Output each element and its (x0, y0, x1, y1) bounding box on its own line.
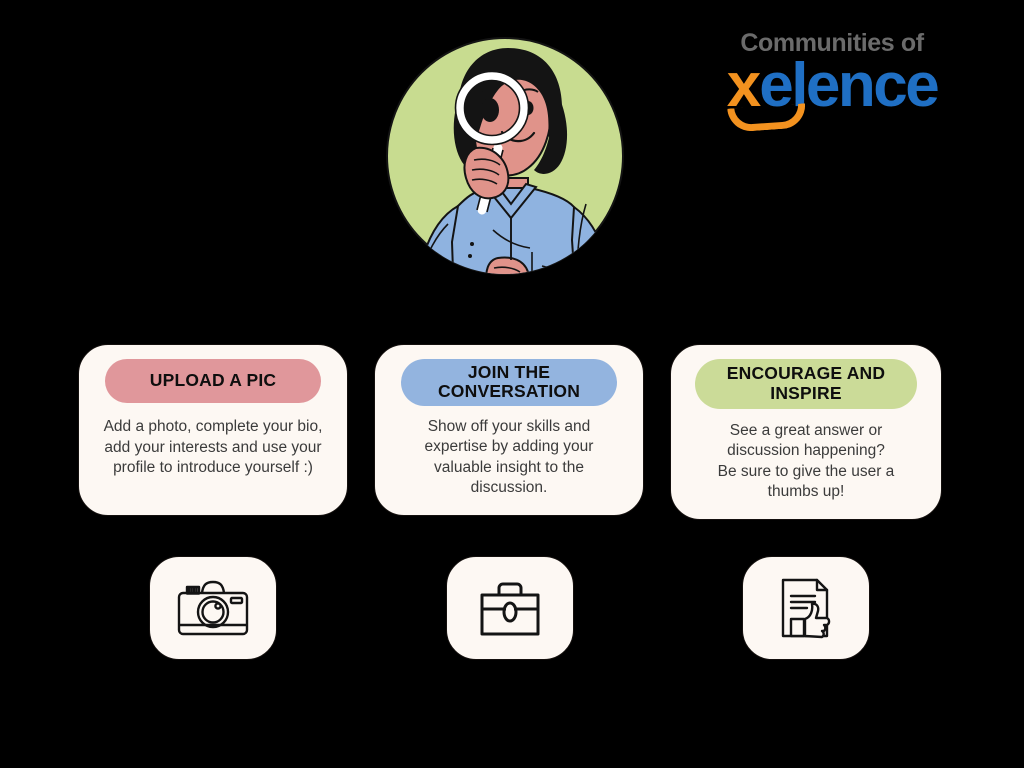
brand-logo: Communities of xelence (722, 28, 942, 133)
camera-icon (177, 580, 249, 636)
card-title-pill-join-the-conversation: JOIN THE CONVERSATION (401, 359, 617, 406)
card-title-pill-encourage-and-inspire: ENCOURAGE AND INSPIRE (695, 359, 917, 409)
briefcase-icon (480, 582, 540, 636)
briefcase-tile[interactable] (446, 556, 574, 660)
hero-illustration (380, 28, 644, 300)
card-body-upload-a-pic: Add a photo, complete your bio, add your… (103, 418, 323, 477)
camera-tile[interactable] (149, 556, 277, 660)
feature-cards-row: UPLOAD A PIC Add a photo, complete your … (0, 344, 1024, 520)
logo-elence-text: elence (759, 51, 940, 120)
card-body-encourage-and-inspire: See a great answer or discussion happeni… (717, 421, 895, 501)
card-encourage-and-inspire[interactable]: ENCOURAGE AND INSPIRE See a great answer… (670, 344, 942, 520)
logo-top-text: Communities of (740, 29, 924, 57)
woman-with-magnifying-glass-icon (386, 37, 624, 275)
icon-tiles-row (0, 556, 1024, 664)
card-body-join-the-conversation: Show off your skills and expertise by ad… (424, 417, 594, 497)
logo-x-letter: x (726, 51, 762, 120)
document-thumbs-up-tile[interactable] (742, 556, 870, 660)
card-upload-a-pic[interactable]: UPLOAD A PIC Add a photo, complete your … (78, 344, 348, 516)
document-thumbs-up-icon (781, 578, 831, 639)
card-join-the-conversation[interactable]: JOIN THE CONVERSATION Show off your skil… (374, 344, 644, 516)
card-title-pill-upload-a-pic: UPLOAD A PIC (105, 359, 321, 403)
logo-wordmark: xelence (722, 55, 942, 117)
